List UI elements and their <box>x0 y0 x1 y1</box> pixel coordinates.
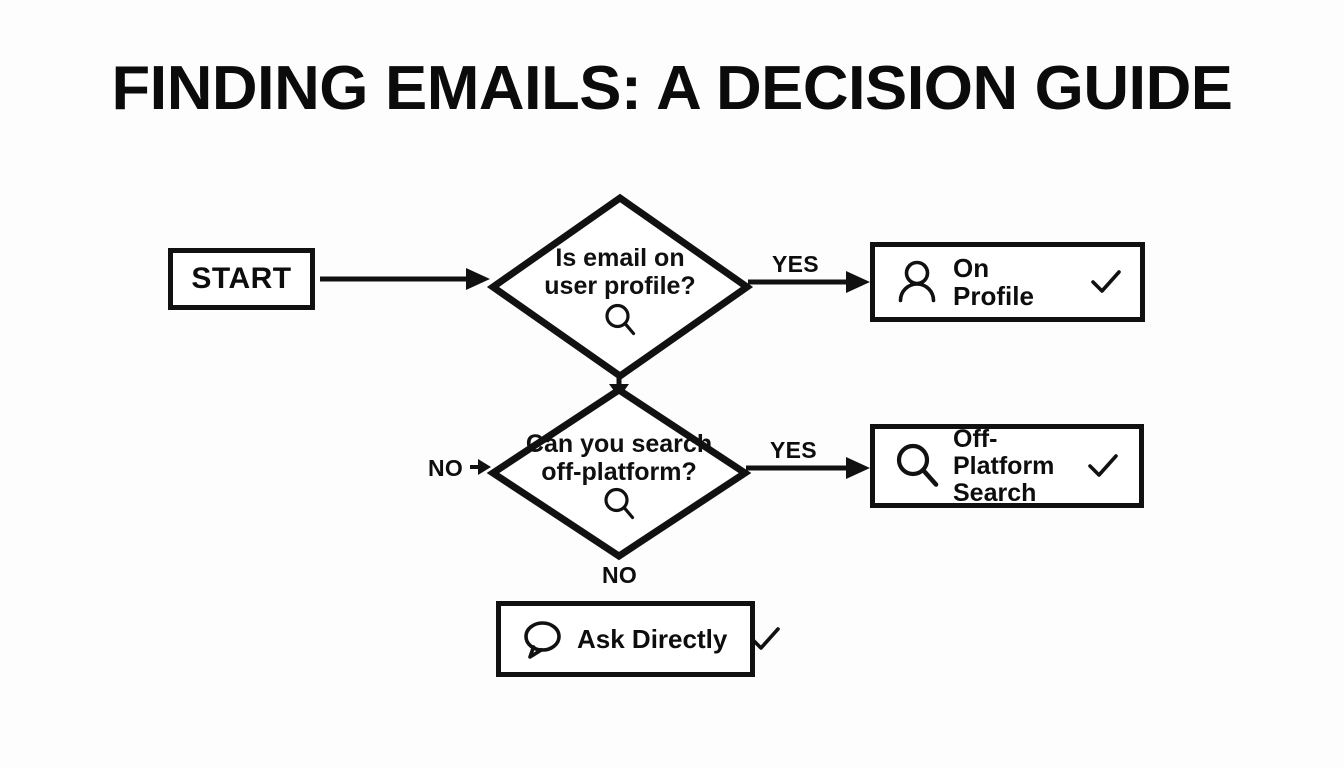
page-title: FINDING EMAILS: A DECISION GUIDE <box>111 54 1233 123</box>
check-icon <box>1088 454 1118 477</box>
node-on-profile-label: On Profile <box>953 252 1034 311</box>
node-start-label: START <box>191 261 292 295</box>
node-off-platform-line2: Search <box>953 478 1037 507</box>
edge-label-no-bottom: NO <box>602 562 638 588</box>
diamond-shape <box>486 385 752 561</box>
node-on-profile[interactable]: On Profile <box>870 242 1145 322</box>
diamond-shape <box>486 193 754 381</box>
magnifier-icon <box>605 303 636 336</box>
person-icon <box>898 260 936 303</box>
edge-label-yes-bottom: YES <box>770 437 817 463</box>
node-off-platform-line1: Off-Platform <box>953 424 1055 480</box>
node-question-can-you-search-off-platform[interactable]: Can you search off-platform? <box>486 385 752 561</box>
node-question-is-email-on-profile[interactable]: Is email on user profile? <box>486 193 754 381</box>
connector-q2-yes-to-off-platform <box>746 457 870 479</box>
check-icon <box>1091 270 1121 293</box>
node-ask-directly-label: Ask Directly <box>577 623 728 654</box>
edge-label-yes-top: YES <box>772 251 819 277</box>
edge-label-no-left: NO <box>428 455 464 481</box>
node-ask-directly[interactable]: Ask Directly <box>496 601 781 677</box>
magnifier-icon <box>896 443 939 487</box>
connector-no-left-arrow <box>470 459 491 475</box>
node-off-platform-search[interactable]: Off-Platform Search <box>870 424 1144 508</box>
node-start[interactable]: START <box>168 248 315 310</box>
connector-q1-yes-to-on-profile <box>748 271 870 293</box>
check-icon <box>750 627 781 650</box>
magnifier-icon <box>604 487 635 520</box>
speech-bubble-icon <box>524 621 561 659</box>
connector-start-to-q1 <box>320 268 490 290</box>
node-off-platform-label: Off-Platform Search <box>953 424 1075 507</box>
